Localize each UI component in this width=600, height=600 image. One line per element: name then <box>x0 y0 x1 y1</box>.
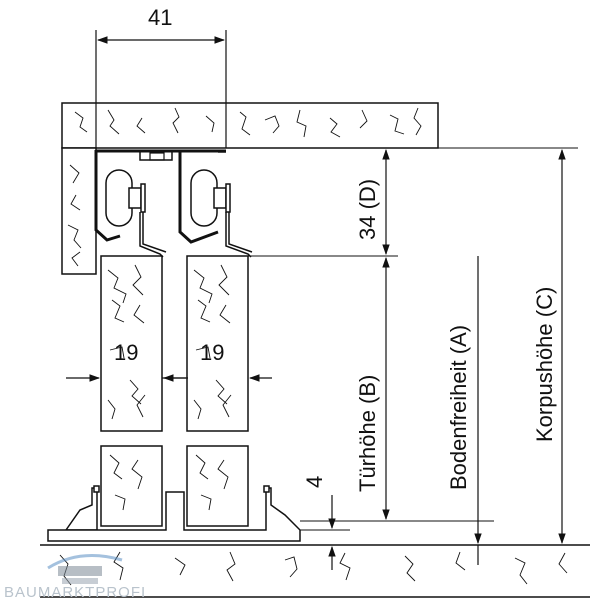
door-height-label: Türhöhe (B) <box>355 375 380 492</box>
floor-guide <box>47 485 301 542</box>
door-panel-right <box>186 255 249 527</box>
dimension-19-left-label: 19 <box>114 340 138 365</box>
reference-lines <box>226 147 578 546</box>
dimension-34d-label: 34 (D) <box>355 179 380 240</box>
top-track-rail <box>94 149 226 244</box>
door-panel-left <box>100 255 163 527</box>
baumarktprofi-logo-icon <box>47 554 123 584</box>
watermark-text: BAUMARKTPROFI <box>4 584 146 600</box>
dimension-41-label: 41 <box>148 5 172 30</box>
right-roller-carriage <box>190 169 253 258</box>
floor-clearance-label: Bodenfreiheit (A) <box>446 325 471 490</box>
dimension-19-right-label: 19 <box>200 340 224 365</box>
top-carcass-board <box>61 102 439 275</box>
left-roller-carriage <box>105 169 167 258</box>
carcass-height-label: Korpushöhe (C) <box>532 287 557 442</box>
dimension-4-label: 4 <box>302 476 327 488</box>
dimension-top-width <box>95 30 227 148</box>
